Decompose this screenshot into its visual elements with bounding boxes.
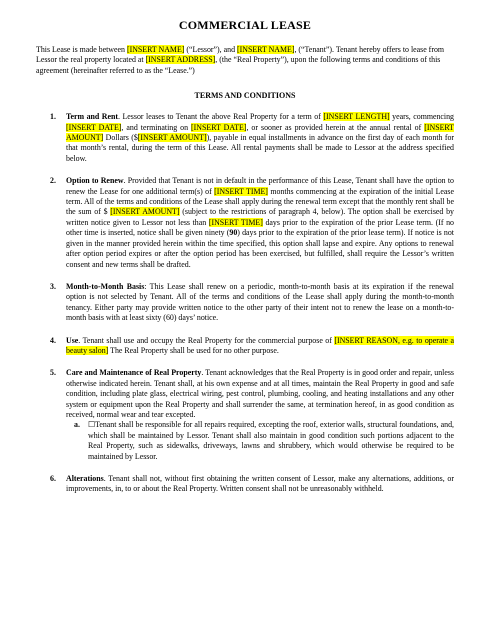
sub-clause-text: ☐Tenant shall be responsible for all rep… [88,420,454,461]
term-text: The Real Property shall be used for no o… [108,345,279,355]
term-number: 1. [50,112,56,122]
placeholder-renewal-amount: [INSERT AMOUNT] [110,207,180,217]
intro-text: , (“Tenant”). Tenant hereby offers to le… [36,45,445,65]
term-text: . Tenant shall not, without first obtain… [66,474,454,494]
term-title: Month-to-Month Basis [66,281,145,291]
term-text: ) days prior to the expiration of the pr… [66,228,454,269]
term-text: years, commencing [389,112,454,122]
term-text: . Tenant acknowledges that the Real Prop… [66,368,454,419]
term-text: months commencing at the expiration of t… [66,186,454,217]
placeholder-amount-number: [INSERT AMOUNT] [137,133,207,143]
term-title: Alterations [66,474,104,483]
term-title: Term and Rent [66,112,119,122]
term-text: , and terminating on [121,122,192,132]
term-title: Use [66,335,79,345]
intro-text: (“Lessor”), and [184,45,237,54]
term-number: 3. [50,281,56,291]
term-text: Dollars ($ [103,133,138,143]
terms-list: 1. Term and Rent. Lessor leases to Tenan… [36,112,454,495]
term-text: ), payable in equal installments in adva… [66,133,455,163]
term-text: (subject to the restrictions of paragrap… [66,207,454,227]
term-text: . Provided that Tenant is not in default… [66,176,454,196]
term-item-option-to-renew: 2. Option to Renew. Provided that Tenant… [36,176,454,270]
placeholder-length: [INSERT LENGTH] [323,112,390,122]
placeholder-end-date: [INSERT DATE] [191,122,247,132]
placeholder-lessor-name: [INSERT NAME] [126,45,185,54]
term-item-month-to-month: 3. Month-to-Month Basis: This Lease shal… [36,282,454,324]
term-text: . Lessor leases to Tenant the above Real… [118,112,324,122]
term-text: . Tenant shall use and occupy the Real P… [78,335,335,345]
term-text: days prior to the expiration of the prio… [66,217,455,238]
placeholder-tenant-name: [INSERT NAME] [237,45,295,54]
intro-text: , (the “Real Property”), upon the follow… [36,55,441,75]
term-number: 4. [50,335,56,345]
term-title: Care and Maintenance of Real Property [66,368,202,378]
term-item-term-and-rent: 1. Term and Rent. Lessor leases to Tenan… [36,112,454,164]
term-number: 2. [50,176,56,186]
placeholder-notice-time: [INSERT TIME] [208,217,263,227]
term-item-care-and-maintenance: 5. Care and Maintenance of Real Property… [36,368,454,462]
term-title: Option to Renew [66,176,124,186]
section-heading: TERMS AND CONDITIONS [194,91,296,101]
placeholder-address: [INSERT ADDRESS] [145,55,216,65]
term-number: 6. [50,474,56,483]
placeholder-renewal-time: [INSERT TIME] [214,186,268,196]
document-title: COMMERCIAL LEASE [178,18,312,32]
sub-clause-number: a. [74,420,80,430]
sub-clause-a: a. ☐Tenant shall be responsible for all … [66,420,454,462]
term-text: , or sooner as provided herein at the an… [246,122,425,132]
term-number: 5. [50,368,56,378]
term-item-use: 4. Use. Tenant shall use and occupy the … [36,335,454,357]
intro-text: This Lease is made between [36,45,127,54]
placeholder-start-date: [INSERT DATE] [66,122,122,132]
intro-paragraph: This Lease is made between [INSERT NAME]… [36,45,454,76]
term-text: : This Lease shall renew on a periodic, … [66,281,454,323]
ninety-days-value: 90 [229,228,238,238]
term-item-alterations: 6. Alterations. Tenant shall not, withou… [36,474,454,495]
